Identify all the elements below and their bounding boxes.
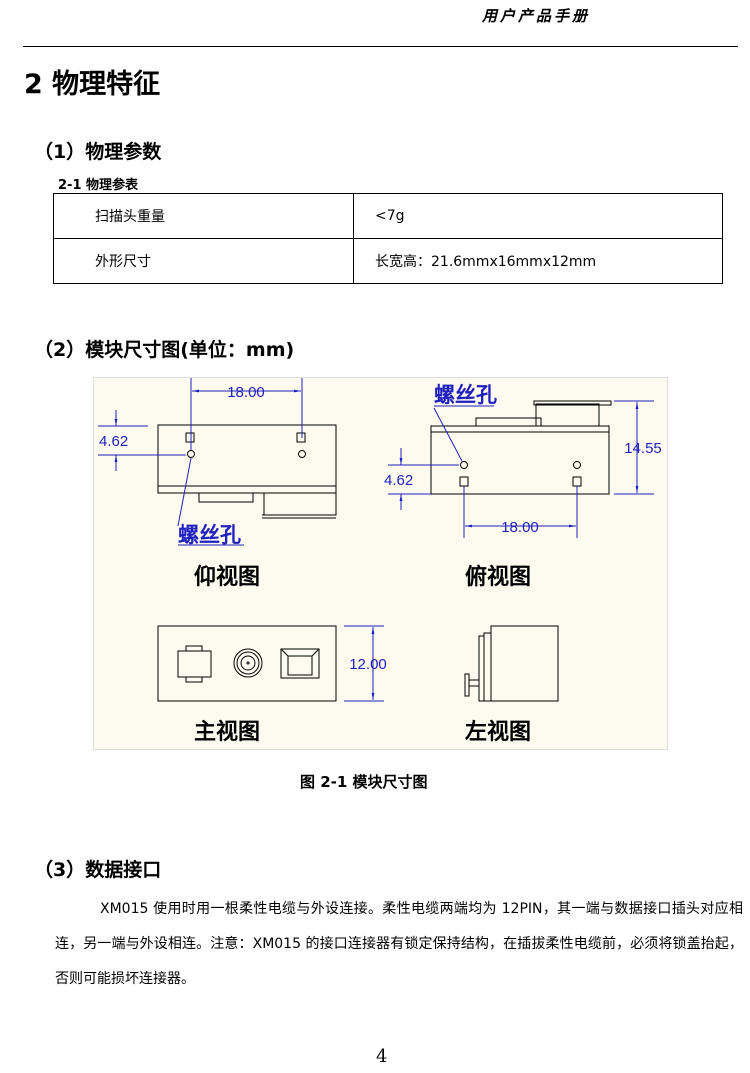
page-number: 4: [376, 1046, 388, 1067]
row-label: 扫描头重量: [53, 193, 354, 239]
physical-params-table: 扫描头重量 <7g 外形尺寸 长宽高：21.6mmx16mmx12mm: [53, 193, 723, 284]
subsection-data-interface: （3）数据接口: [34, 859, 162, 881]
bottom-view-dims: [98, 378, 303, 546]
left-view-label: 左视图: [465, 719, 531, 744]
top-view-label: 俯视图: [465, 564, 531, 589]
dim-spacing-bottom: 18.00: [227, 384, 265, 401]
left-view: [464, 625, 559, 702]
table-row: 扫描头重量 <7g: [53, 193, 723, 239]
row-value: <7g: [353, 193, 723, 239]
drawing-svg: 18.00 4.62 螺丝孔 仰视图 螺丝孔 4.62 14.55 18.00 …: [98, 378, 662, 744]
screw-hole-label-top: 螺丝孔: [434, 383, 497, 407]
front-view-label: 主视图: [194, 719, 260, 744]
bottom-view-label: 仰视图: [194, 564, 260, 589]
data-interface-paragraph: XM015 使用时用一根柔性电缆与外设连接。柔性电缆两端均为 12PIN，其一端…: [55, 901, 743, 987]
top-view-dims: [388, 400, 654, 538]
module-dimension-drawing: 18.00 4.62 螺丝孔 仰视图 螺丝孔 4.62 14.55 18.00 …: [93, 377, 668, 750]
figure-caption: 图 2-1 模块尺寸图: [300, 773, 428, 791]
dim-offset-top: 4.62: [384, 472, 413, 489]
top-view: [430, 400, 612, 495]
drawing-labels: 18.00 4.62 螺丝孔 仰视图 螺丝孔 4.62 14.55 18.00 …: [99, 383, 662, 744]
header-rule: [23, 46, 738, 47]
table-row: 外形尺寸 长宽高：21.6mmx16mmx12mm: [53, 238, 723, 284]
front-view-dims: [344, 625, 384, 702]
running-header: 用户产品手册: [482, 7, 591, 25]
screw-hole-label-bottom: 螺丝孔: [178, 523, 241, 547]
table-caption: 2-1 物理参表: [58, 178, 139, 193]
row-value: 长宽高：21.6mmx16mmx12mm: [353, 238, 723, 284]
dim-thickness: 12.00: [349, 656, 387, 673]
section-title: 2 物理特征: [24, 69, 161, 100]
subsection-physical-params: （1）物理参数: [34, 141, 162, 163]
subsection-dimension-drawing: （2）模块尺寸图(单位：mm): [34, 339, 295, 361]
row-label: 外形尺寸: [53, 238, 354, 284]
dim-spacing-top: 18.00: [501, 519, 539, 536]
dim-offset-bottom: 4.62: [99, 433, 128, 450]
front-view: [157, 625, 337, 702]
bottom-view: [157, 424, 337, 519]
dim-height: 14.55: [624, 440, 662, 457]
